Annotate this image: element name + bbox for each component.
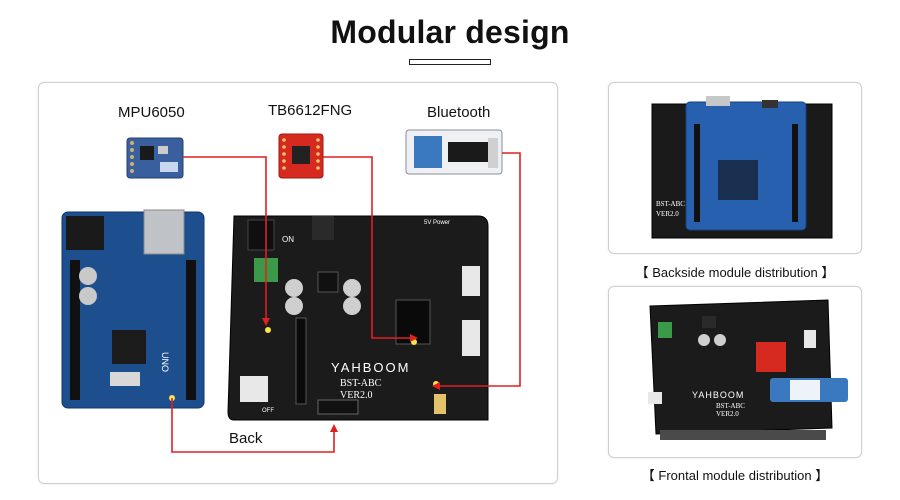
board-off-text: OFF <box>262 408 274 414</box>
connector-lines <box>171 152 521 453</box>
front-board-brand-text: YAHBOOM <box>692 390 744 400</box>
board-version-text: VER2.0 <box>340 390 373 401</box>
arduino-board-image: UNO <box>61 209 205 409</box>
mpu6050-arrow-icon <box>262 318 270 326</box>
back-connector <box>171 398 335 453</box>
board-brand-text: YAHBOOM <box>331 360 411 375</box>
frontal-caption: 【 Frontal module distribution 】 <box>641 468 829 483</box>
front-board-model-text: BST-ABC <box>716 402 745 410</box>
module-label-bluetooth: Bluetooth <box>427 104 491 121</box>
board-on-text: ON <box>282 235 294 244</box>
module-label-tb6612fng: TB6612FNG <box>268 102 353 119</box>
backside-caption: 【 Backside module distribution 】 <box>635 265 835 280</box>
back-board-model-text: BST-ABC <box>656 200 685 208</box>
tb6612fng-module-image <box>278 133 324 179</box>
back-board-version-text: VER2.0 <box>656 210 679 218</box>
tb6612fng-arrow-icon <box>410 334 418 342</box>
module-label-mpu6050: MPU6050 <box>118 104 185 121</box>
bluetooth-arrow-icon <box>432 382 440 390</box>
page-title: Modular design <box>330 14 570 50</box>
back-arrow-icon <box>330 424 338 432</box>
front-board-version-text: VER2.0 <box>716 410 739 418</box>
expansion-board-image: YAHBOOM BST-ABC VER2.0 ON OFF 5V Power <box>227 215 489 421</box>
bluetooth-connector <box>436 152 521 387</box>
tb6612fng-connector <box>323 156 414 339</box>
title-underline <box>409 59 491 65</box>
bluetooth-module-image <box>405 129 503 175</box>
back-label: Back <box>229 430 263 447</box>
arduino-uno-text: UNO <box>160 352 170 372</box>
mpu6050-module-image <box>126 137 184 179</box>
board-model-text: BST-ABC <box>340 378 382 389</box>
mpu6050-connector <box>183 156 267 322</box>
board-power-text: 5V Power <box>424 220 450 226</box>
